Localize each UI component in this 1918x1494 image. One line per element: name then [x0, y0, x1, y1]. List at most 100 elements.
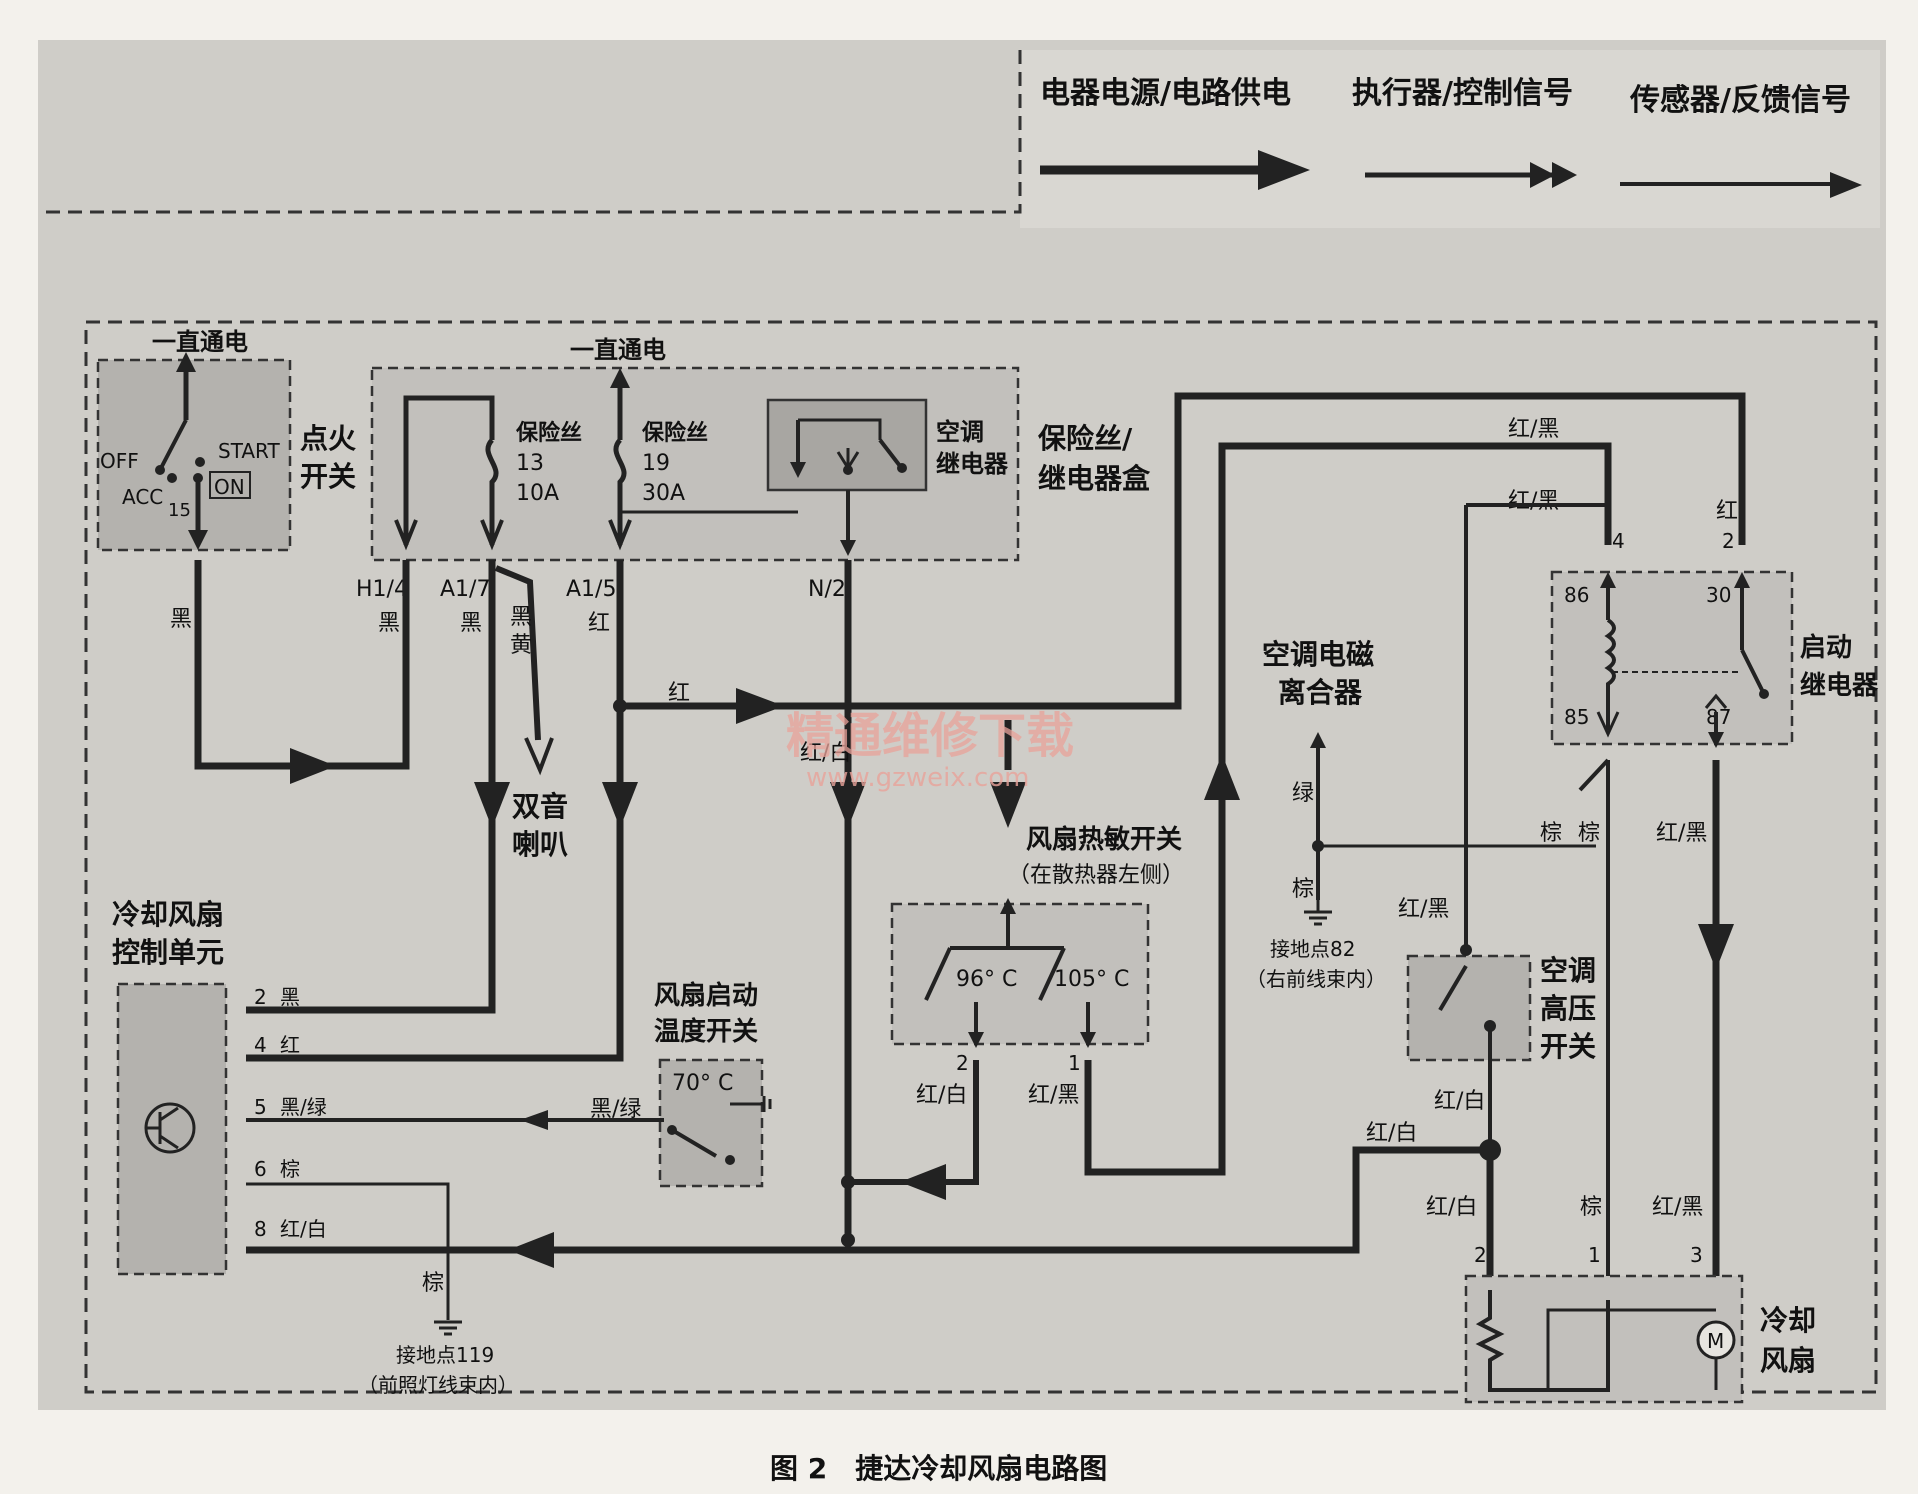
- figure-caption: 图 2 捷达冷却风扇电路图: [770, 1452, 1107, 1485]
- wire-label-red-black-87: 红/黑: [1656, 821, 1707, 846]
- ecu-pin5-num: 5: [254, 1095, 267, 1119]
- ground-82-label-2: （右前线束内）: [1246, 967, 1386, 991]
- watermark-url: www.gzweix.com: [806, 763, 1030, 793]
- wire-label-black-yellow-2: 黄: [510, 633, 532, 658]
- watermark-text: 精通维修下载: [786, 710, 1074, 763]
- ecu-pin5-color: 黑/绿: [280, 1095, 327, 1119]
- wire-label-red-white-sw2: 红/白: [916, 1083, 967, 1108]
- wire-label-red-black-sw1: 红/黑: [1028, 1083, 1079, 1108]
- ecu-pin4-color: 红: [280, 1033, 300, 1057]
- wire-label-brown-85-1: 棕: [1540, 821, 1562, 846]
- ignition-acc-label: ACC: [122, 485, 163, 509]
- legend-actuator-arrow: [1365, 162, 1577, 188]
- fan-pin1-label: 1: [1588, 1243, 1601, 1267]
- legend-sensor-label: 传感器/反馈信号: [1629, 83, 1851, 118]
- wire-red-to-relay-30: [620, 392, 1746, 710]
- wire-a1-5-to-ecu-4: [246, 560, 624, 1062]
- thermo-temp-105: 105° C: [1054, 967, 1129, 992]
- fuse-13-symbol: [485, 438, 499, 545]
- cooling-fan-box: [1464, 1274, 1744, 1404]
- fuse-13-label-1: 保险丝: [515, 420, 582, 446]
- hp-switch-box: [1406, 954, 1532, 1062]
- wire-ecu-6-to-ground: [246, 1182, 450, 1320]
- wire-label-red-black-top: 红/黑: [1508, 417, 1559, 442]
- thermo-pin2-label: 2: [956, 1051, 969, 1075]
- start-relay-86-label: 86: [1564, 583, 1589, 607]
- fuse-19-label-2: 19: [642, 451, 670, 476]
- fuse-13-label-2: 13: [516, 451, 544, 476]
- ignition-always-on-label: 一直通电: [152, 328, 248, 356]
- thermo-switch-subtitle: （在散热器左侧）: [1008, 863, 1184, 888]
- wire-label-black-h14: 黑: [378, 611, 400, 636]
- fuse-19-label-3: 30A: [642, 481, 685, 506]
- ecu-pin4-num: 4: [254, 1033, 267, 1057]
- horn-label-2: 喇叭: [512, 828, 568, 861]
- ignition-15-label: 15: [168, 500, 191, 521]
- fusebox-title-2: 继电器盒: [1038, 462, 1151, 495]
- hp-switch-label-2: 高压: [1540, 992, 1596, 1025]
- ground-119-label-2: （前照灯线束内）: [358, 1373, 518, 1397]
- fan-pin3-label: 3: [1690, 1243, 1703, 1267]
- wire-junction-to-ecu-8: [246, 1146, 1490, 1254]
- fan-start-switch-contact: [670, 1128, 718, 1158]
- start-relay-87-label: 87: [1706, 705, 1731, 729]
- wire-label-red-white-n2: 红/白: [800, 741, 851, 766]
- pin-a1-7-label: A1/7: [440, 577, 490, 602]
- ground-119-label-1: 接地点119: [396, 1343, 494, 1367]
- fan-start-switch-box: [658, 1058, 764, 1188]
- pin-h1-4-label: H1/4: [356, 577, 408, 602]
- start-relay-contact: [1740, 649, 1764, 691]
- legend-sensor-arrow: [1620, 172, 1862, 198]
- wire-label-red-relay30: 红: [1716, 499, 1738, 524]
- ecu-pin8-color: 红/白: [280, 1217, 327, 1241]
- wire-label-red-a15: 红: [588, 611, 610, 636]
- ecu-transistor-icon: [144, 1102, 196, 1154]
- ecu-box: [116, 982, 228, 1276]
- fan-pin2-label: 2: [1474, 1243, 1487, 1267]
- ignition-title-1: 点火: [300, 422, 356, 455]
- legend-background: [1020, 50, 1880, 228]
- fusebox-loop-wire: [403, 395, 495, 545]
- ecu-pin2-num: 2: [254, 985, 267, 1009]
- legend-power-label: 电器电源/电路供电: [1040, 76, 1291, 111]
- wire-label-red-white-fan2: 红/白: [1426, 1195, 1477, 1220]
- ignition-switch-box: [96, 358, 292, 552]
- wire-label-red-white-hp: 红/白: [1434, 1089, 1485, 1114]
- fuse-19-label-1: 保险丝: [641, 420, 708, 446]
- wire-label-brown-85-2: 棕: [1578, 821, 1600, 846]
- start-relay-title-2: 继电器: [1800, 670, 1879, 701]
- wire-label-brown-119: 棕: [422, 1271, 444, 1296]
- start-relay-85-label: 85: [1564, 705, 1589, 729]
- wire-label-red-black-fan3: 红/黑: [1652, 1195, 1703, 1220]
- wire-label-green: 绿: [1292, 781, 1314, 806]
- start-relay-pin4-label: 4: [1612, 529, 1625, 553]
- thermo-contact-96: [924, 947, 952, 1001]
- clutch-title-2: 离合器: [1278, 676, 1363, 709]
- ac-relay-contact: [878, 438, 902, 468]
- wire-a1-7-to-ecu-2: [246, 560, 496, 1014]
- thermo-switch-box: [890, 902, 1150, 1046]
- thermo-temp-96: 96° C: [956, 967, 1017, 992]
- wire-label-red-white-junc: 红/白: [1366, 1121, 1417, 1146]
- ecu-title-2: 控制单元: [112, 936, 224, 969]
- fuse-19-symbol: [613, 438, 627, 545]
- ac-relay-label-1: 空调: [936, 418, 984, 446]
- wire-label-brown-gnd: 棕: [1292, 877, 1314, 902]
- legend-actuator-label: 执行器/控制信号: [1352, 76, 1573, 111]
- hp-switch-label-1: 空调: [1540, 954, 1596, 987]
- wire-label-black-yellow-1: 黑: [510, 605, 532, 630]
- fan-start-switch-title-1: 风扇启动: [654, 980, 758, 1011]
- hp-switch-contact: [1438, 964, 1468, 1012]
- horn-label-1: 双音: [512, 790, 568, 823]
- hp-switch-label-3: 开关: [1540, 1030, 1596, 1063]
- ignition-switch-blade: [158, 419, 188, 471]
- start-relay-box: [1550, 570, 1794, 746]
- ignition-start-label: START: [218, 439, 280, 463]
- start-relay-coil: [1604, 618, 1616, 730]
- ground-82-symbol: [1304, 900, 1332, 926]
- wire-label-black-ign: 黑: [170, 607, 192, 632]
- wire-label-red-black-hp: 红/黑: [1398, 897, 1449, 922]
- ignition-on-box: [209, 471, 251, 499]
- thermo-pin1-label: 1: [1068, 1051, 1081, 1075]
